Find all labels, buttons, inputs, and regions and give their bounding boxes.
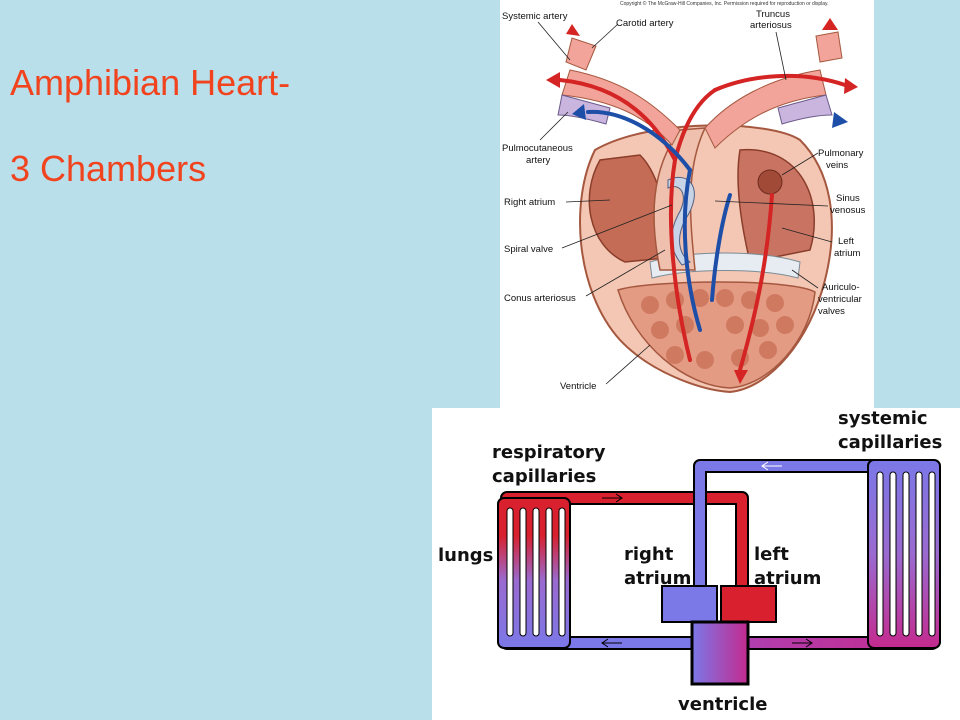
respiratory-capillary-bed	[497, 497, 571, 649]
slide-title-line-1: Amphibian Heart-	[10, 62, 291, 103]
label-auriculo-3: valves	[818, 306, 845, 317]
leader-auriculo	[791, 269, 819, 289]
leader-conus	[585, 249, 666, 297]
right-atrium-box	[661, 585, 718, 623]
leader-systemic-artery	[537, 21, 571, 61]
label-auriculo-1: Auriculo-	[822, 282, 860, 293]
label-systemic-capillaries: capillaries	[838, 432, 942, 453]
label-systemic-artery: Systemic artery	[502, 11, 568, 22]
label-right-atrium: Right atrium	[504, 197, 555, 208]
circulation-svg: systemic capillaries respiratory capilla…	[438, 408, 942, 715]
label-truncus-2: arteriosus	[750, 20, 792, 31]
slide-title-line-2: 3 Chambers	[10, 148, 207, 189]
label-truncus-1: Truncus	[756, 9, 790, 20]
label-right-atrium-2: atrium	[624, 568, 691, 589]
label-left-atrium-2: atrium	[834, 248, 860, 259]
label-spiral-valve: Spiral valve	[504, 244, 553, 255]
leader-sinus	[714, 200, 829, 207]
carotid-stub-left	[565, 37, 597, 71]
label-respiratory: respiratory	[492, 442, 606, 463]
heart-anatomy-svg: Copyright © The McGraw-Hill Companies, I…	[502, 0, 866, 394]
label-conus-arteriosus: Conus arteriosus	[504, 293, 576, 304]
left-atrium-chamber	[737, 149, 815, 263]
ventricle-trabeculae	[641, 289, 794, 369]
label-auriculo-2: ventricular	[818, 294, 862, 305]
left-atrium-box	[720, 585, 777, 623]
circulation-schematic: systemic capillaries respiratory capilla…	[432, 408, 960, 720]
systemic-capillary-bed	[867, 459, 941, 649]
ventricle-chamber	[617, 281, 816, 389]
label-pulmocutaneous-1: Pulmocutaneous	[502, 143, 573, 154]
label-left-atrium-2: atrium	[754, 568, 821, 589]
copyright-notice: Copyright © The McGraw-Hill Companies, I…	[620, 0, 829, 7]
label-lungs: lungs	[438, 545, 493, 566]
label-pulmonary-veins-2: veins	[826, 160, 848, 171]
leader-pulmonary-veins	[781, 152, 819, 176]
sinus-venosus-shape	[757, 169, 783, 195]
label-carotid-artery: Carotid artery	[616, 18, 674, 29]
leader-right-atrium	[565, 199, 611, 203]
leader-pulmocutaneous	[539, 111, 569, 141]
flow-direction-arrows	[601, 461, 813, 648]
label-left-atrium-1: Left	[838, 236, 854, 247]
label-pulmocutaneous-2: artery	[526, 155, 551, 166]
blood-flow-arrows	[558, 73, 847, 372]
label-ventricle-schematic: ventricle	[678, 694, 767, 715]
carotid-stub-right	[815, 31, 843, 63]
flow-arrowheads	[546, 18, 858, 384]
ventricle-box	[690, 620, 750, 686]
leader-truncus	[775, 31, 787, 81]
leader-carotid-artery	[591, 23, 619, 49]
label-right-atrium-1: right	[624, 544, 674, 565]
label-left-atrium-1: left	[754, 544, 789, 565]
leader-ventricle	[605, 344, 651, 385]
leader-left-atrium	[781, 227, 833, 243]
label-sinus-2: venosus	[830, 205, 866, 216]
label-systemic: systemic	[838, 408, 928, 429]
heart-anatomy-figure: Copyright © The McGraw-Hill Companies, I…	[500, 0, 874, 408]
leader-spiral-valve	[561, 204, 673, 249]
right-atrium-chamber	[588, 154, 668, 263]
label-sinus-1: Sinus	[836, 193, 860, 204]
label-ventricle: Ventricle	[560, 381, 596, 392]
label-pulmonary-veins-1: Pulmonary	[818, 148, 864, 159]
label-respiratory-capillaries: capillaries	[492, 466, 596, 487]
pulmocutaneous-right	[777, 94, 833, 125]
